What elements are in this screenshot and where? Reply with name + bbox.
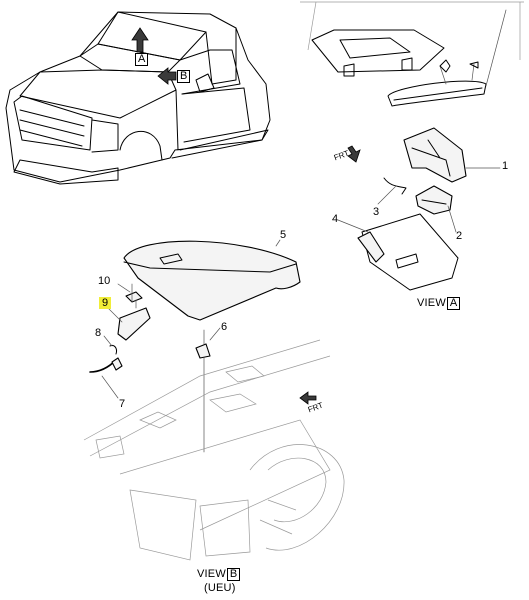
view-b-note: (UEU) bbox=[204, 582, 236, 594]
callout-4: 4 bbox=[331, 213, 339, 225]
view-b-illustration bbox=[83, 240, 345, 561]
callout-1: 1 bbox=[501, 160, 509, 172]
callout-6: 6 bbox=[220, 321, 228, 333]
callout-7: 7 bbox=[118, 398, 126, 410]
view-b-arrow-label: B bbox=[176, 70, 191, 83]
vehicle-illustration bbox=[5, 11, 271, 185]
view-a-arrow-label: A bbox=[134, 53, 149, 66]
callout-8: 8 bbox=[94, 327, 102, 339]
leader-lines bbox=[101, 167, 501, 399]
callout-5: 5 bbox=[279, 229, 287, 241]
view-a-arrow bbox=[131, 27, 149, 53]
view-b-arrow bbox=[157, 67, 177, 85]
callout-3: 3 bbox=[372, 206, 380, 218]
callout-10: 10 bbox=[98, 275, 111, 287]
callout-9-highlighted: 9 bbox=[99, 297, 111, 309]
view-a-illustration bbox=[300, 1, 524, 291]
callout-2: 2 bbox=[455, 230, 463, 242]
